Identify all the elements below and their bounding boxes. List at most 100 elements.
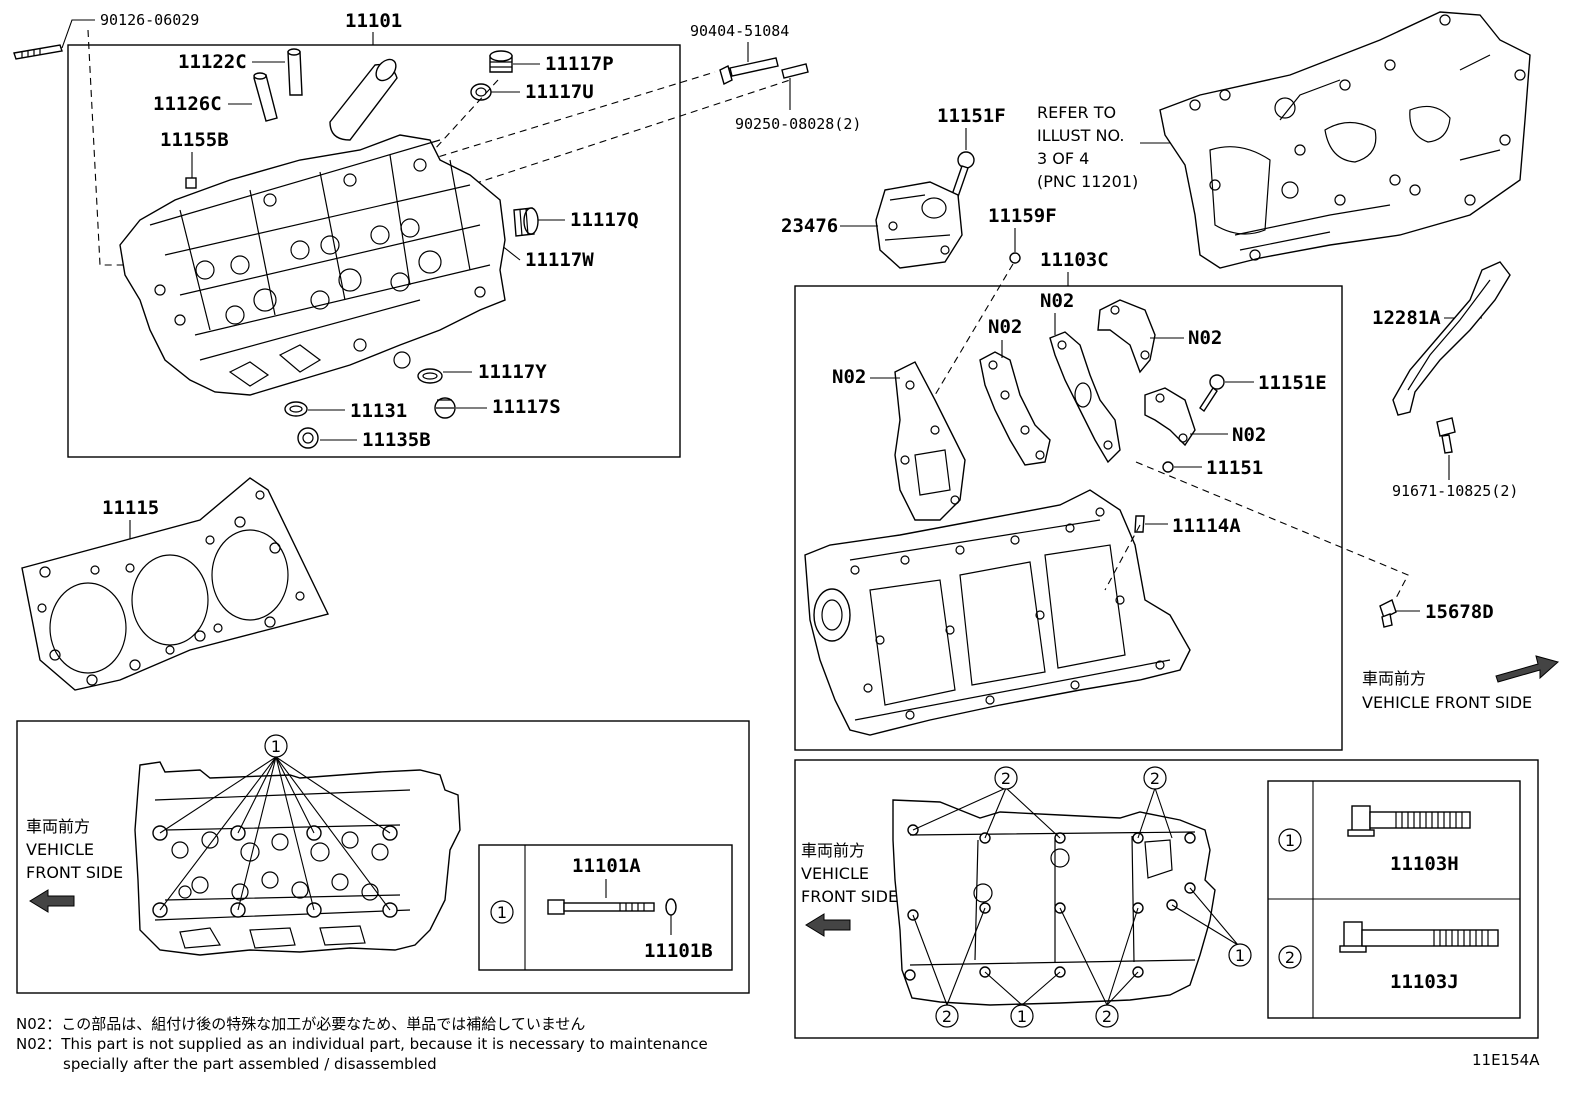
cylinder-block-illustration — [804, 489, 1191, 736]
label-90250: 90250-08028(2) — [735, 115, 861, 133]
label-11151f: 11151F — [937, 105, 1006, 127]
marker-1-table-text: 1 — [497, 903, 507, 922]
head-bolt-detail-frame — [16, 720, 750, 994]
label-11122c: 11122C — [178, 51, 247, 73]
label-11151e: 11151E — [1258, 372, 1327, 394]
label-11151: 11151 — [1206, 457, 1263, 479]
bolt-illustration — [719, 57, 809, 86]
head-gasket-group: 11115 — [21, 477, 330, 691]
cylinder-block-frame — [794, 285, 1343, 751]
water-outlet-group: 11151F 23476 11159F — [781, 105, 1057, 269]
marker-1-table — [490, 900, 514, 924]
vehicle-front-en1-right: VEHICLE — [801, 864, 869, 883]
marker-2-d — [1095, 1004, 1119, 1028]
marker-2-d-text: 2 — [1102, 1007, 1112, 1026]
vehicle-front-en1-left: VEHICLE — [26, 840, 94, 859]
block-bolt-detail-frame — [794, 759, 1539, 1039]
cylinder-block-bottom-view — [892, 799, 1216, 1006]
note-en-line1: N02：This part is not supplied as an indi… — [16, 1035, 708, 1053]
block-bolt-table: 1 2 11103H 11103J — [1267, 780, 1521, 1019]
cylinder-head-top-view — [134, 761, 461, 956]
vehicle-front-en: VEHICLE FRONT SIDE — [1362, 693, 1532, 712]
marker-1-head-text: 1 — [271, 737, 281, 756]
marker-2-a — [994, 766, 1018, 790]
label-n02-c: N02 — [1040, 290, 1074, 312]
label-n02-e: N02 — [1232, 424, 1266, 446]
label-11117u: 11117U — [525, 81, 594, 103]
block-bolt-j-illustration — [1339, 921, 1499, 953]
label-11114a: 11114A — [1172, 515, 1241, 537]
cylinder-block-group: 11103C N02 N02 N02 N02 — [794, 249, 1409, 751]
marker-1-b — [1010, 1004, 1034, 1028]
bolt-pin-group: 90404-51084 90250-08028(2) — [690, 22, 861, 133]
marker-2-b-text: 2 — [1150, 769, 1160, 788]
marker-2-table2-text: 2 — [1285, 948, 1295, 967]
cylinder-head-group: 90126-06029 11101 11122C 11126C 11155B — [13, 10, 791, 458]
large-sleeve-illustration — [329, 58, 398, 141]
note-jp: N02：この部品は、組付け後の特殊な加工が必要なため、単品では補給していません — [16, 1015, 585, 1033]
label-11117y: 11117Y — [478, 361, 547, 383]
label-11103j: 11103J — [1390, 971, 1459, 993]
label-91671: 91671-10825(2) — [1392, 482, 1518, 500]
label-11117w: 11117W — [525, 249, 594, 271]
bolt-illustration — [1436, 417, 1456, 454]
timing-cover-illustration — [1159, 11, 1531, 269]
cylinder-head-illustration — [119, 134, 506, 396]
label-11155b: 11155B — [160, 129, 229, 151]
marker-1-head — [264, 734, 288, 758]
head-bolt-table: 1 11101A 11101B — [478, 844, 733, 971]
label-n02-d: N02 — [1188, 327, 1222, 349]
label-11103h: 11103H — [1390, 853, 1459, 875]
refer-line1: REFER TO — [1037, 103, 1116, 122]
water-outlet-illustration — [875, 181, 963, 269]
label-11131: 11131 — [350, 400, 407, 422]
label-11117s: 11117S — [492, 396, 561, 418]
marker-2-c — [935, 1004, 959, 1028]
vehicle-front-en2-right: FRONT SIDE — [801, 887, 898, 906]
label-11101a: 11101A — [572, 855, 641, 877]
refer-line2: ILLUST NO. — [1037, 126, 1124, 145]
marker-2-a-text: 2 — [1001, 769, 1011, 788]
label-90126: 90126-06029 — [100, 11, 199, 29]
figure-id: 11E154A — [1472, 1051, 1540, 1069]
label-15678d: 15678D — [1425, 601, 1494, 623]
stud-bolt-illustration — [13, 44, 63, 60]
refer-line3: 3 OF 4 — [1037, 149, 1089, 168]
knock-pin-group: 15678D — [1379, 599, 1494, 628]
label-11159f: 11159F — [988, 205, 1057, 227]
note-en-line2: specially after the part assembled / dis… — [63, 1055, 437, 1073]
label-11135b: 11135B — [362, 429, 431, 451]
head-bolt-illustration — [547, 898, 677, 916]
label-11115: 11115 — [102, 497, 159, 519]
vehicle-front-jp: 車両前方 — [1362, 669, 1426, 688]
knock-pin-illustration — [1379, 599, 1397, 628]
label-n02-a: N02 — [832, 366, 866, 388]
valve-guide-illustration — [253, 48, 303, 122]
head-bolt-detail: 車両前方 VEHICLE FRONT SIDE — [16, 720, 750, 994]
head-gasket-illustration — [21, 477, 330, 691]
label-23476: 23476 — [781, 215, 838, 237]
label-11117q: 11117Q — [570, 209, 639, 231]
timing-cover-group: REFER TO ILLUST NO. 3 OF 4 (PNC 11201) — [1037, 11, 1531, 269]
arrow-left-icon — [805, 913, 851, 937]
label-11101: 11101 — [345, 10, 402, 32]
plug-illustration — [470, 50, 513, 101]
block-bolt-h-illustration — [1347, 805, 1471, 837]
marker-2-c-text: 2 — [942, 1007, 952, 1026]
vehicle-front-en2-left: FRONT SIDE — [26, 863, 123, 882]
marker-1-b-text: 1 — [1017, 1007, 1027, 1026]
label-11126c: 11126C — [153, 93, 222, 115]
chain-guide-group: 12281A 91671-10825(2) — [1372, 261, 1518, 500]
marker-1-a-text: 1 — [1235, 946, 1245, 965]
marker-1-table2 — [1278, 828, 1302, 852]
block-bolt-detail: 車両前方 VEHICLE FRONT SIDE — [794, 759, 1539, 1039]
marker-1-a — [1228, 943, 1252, 967]
bolt-illustration — [1199, 374, 1225, 413]
label-11101b: 11101B — [644, 940, 713, 962]
refer-line4: (PNC 11201) — [1037, 172, 1138, 191]
chain-guide-illustration — [1392, 261, 1511, 416]
marker-1-table2-text: 1 — [1285, 831, 1295, 850]
vehicle-front-jp-right: 車両前方 — [801, 841, 865, 860]
marker-2-table2 — [1278, 945, 1302, 969]
